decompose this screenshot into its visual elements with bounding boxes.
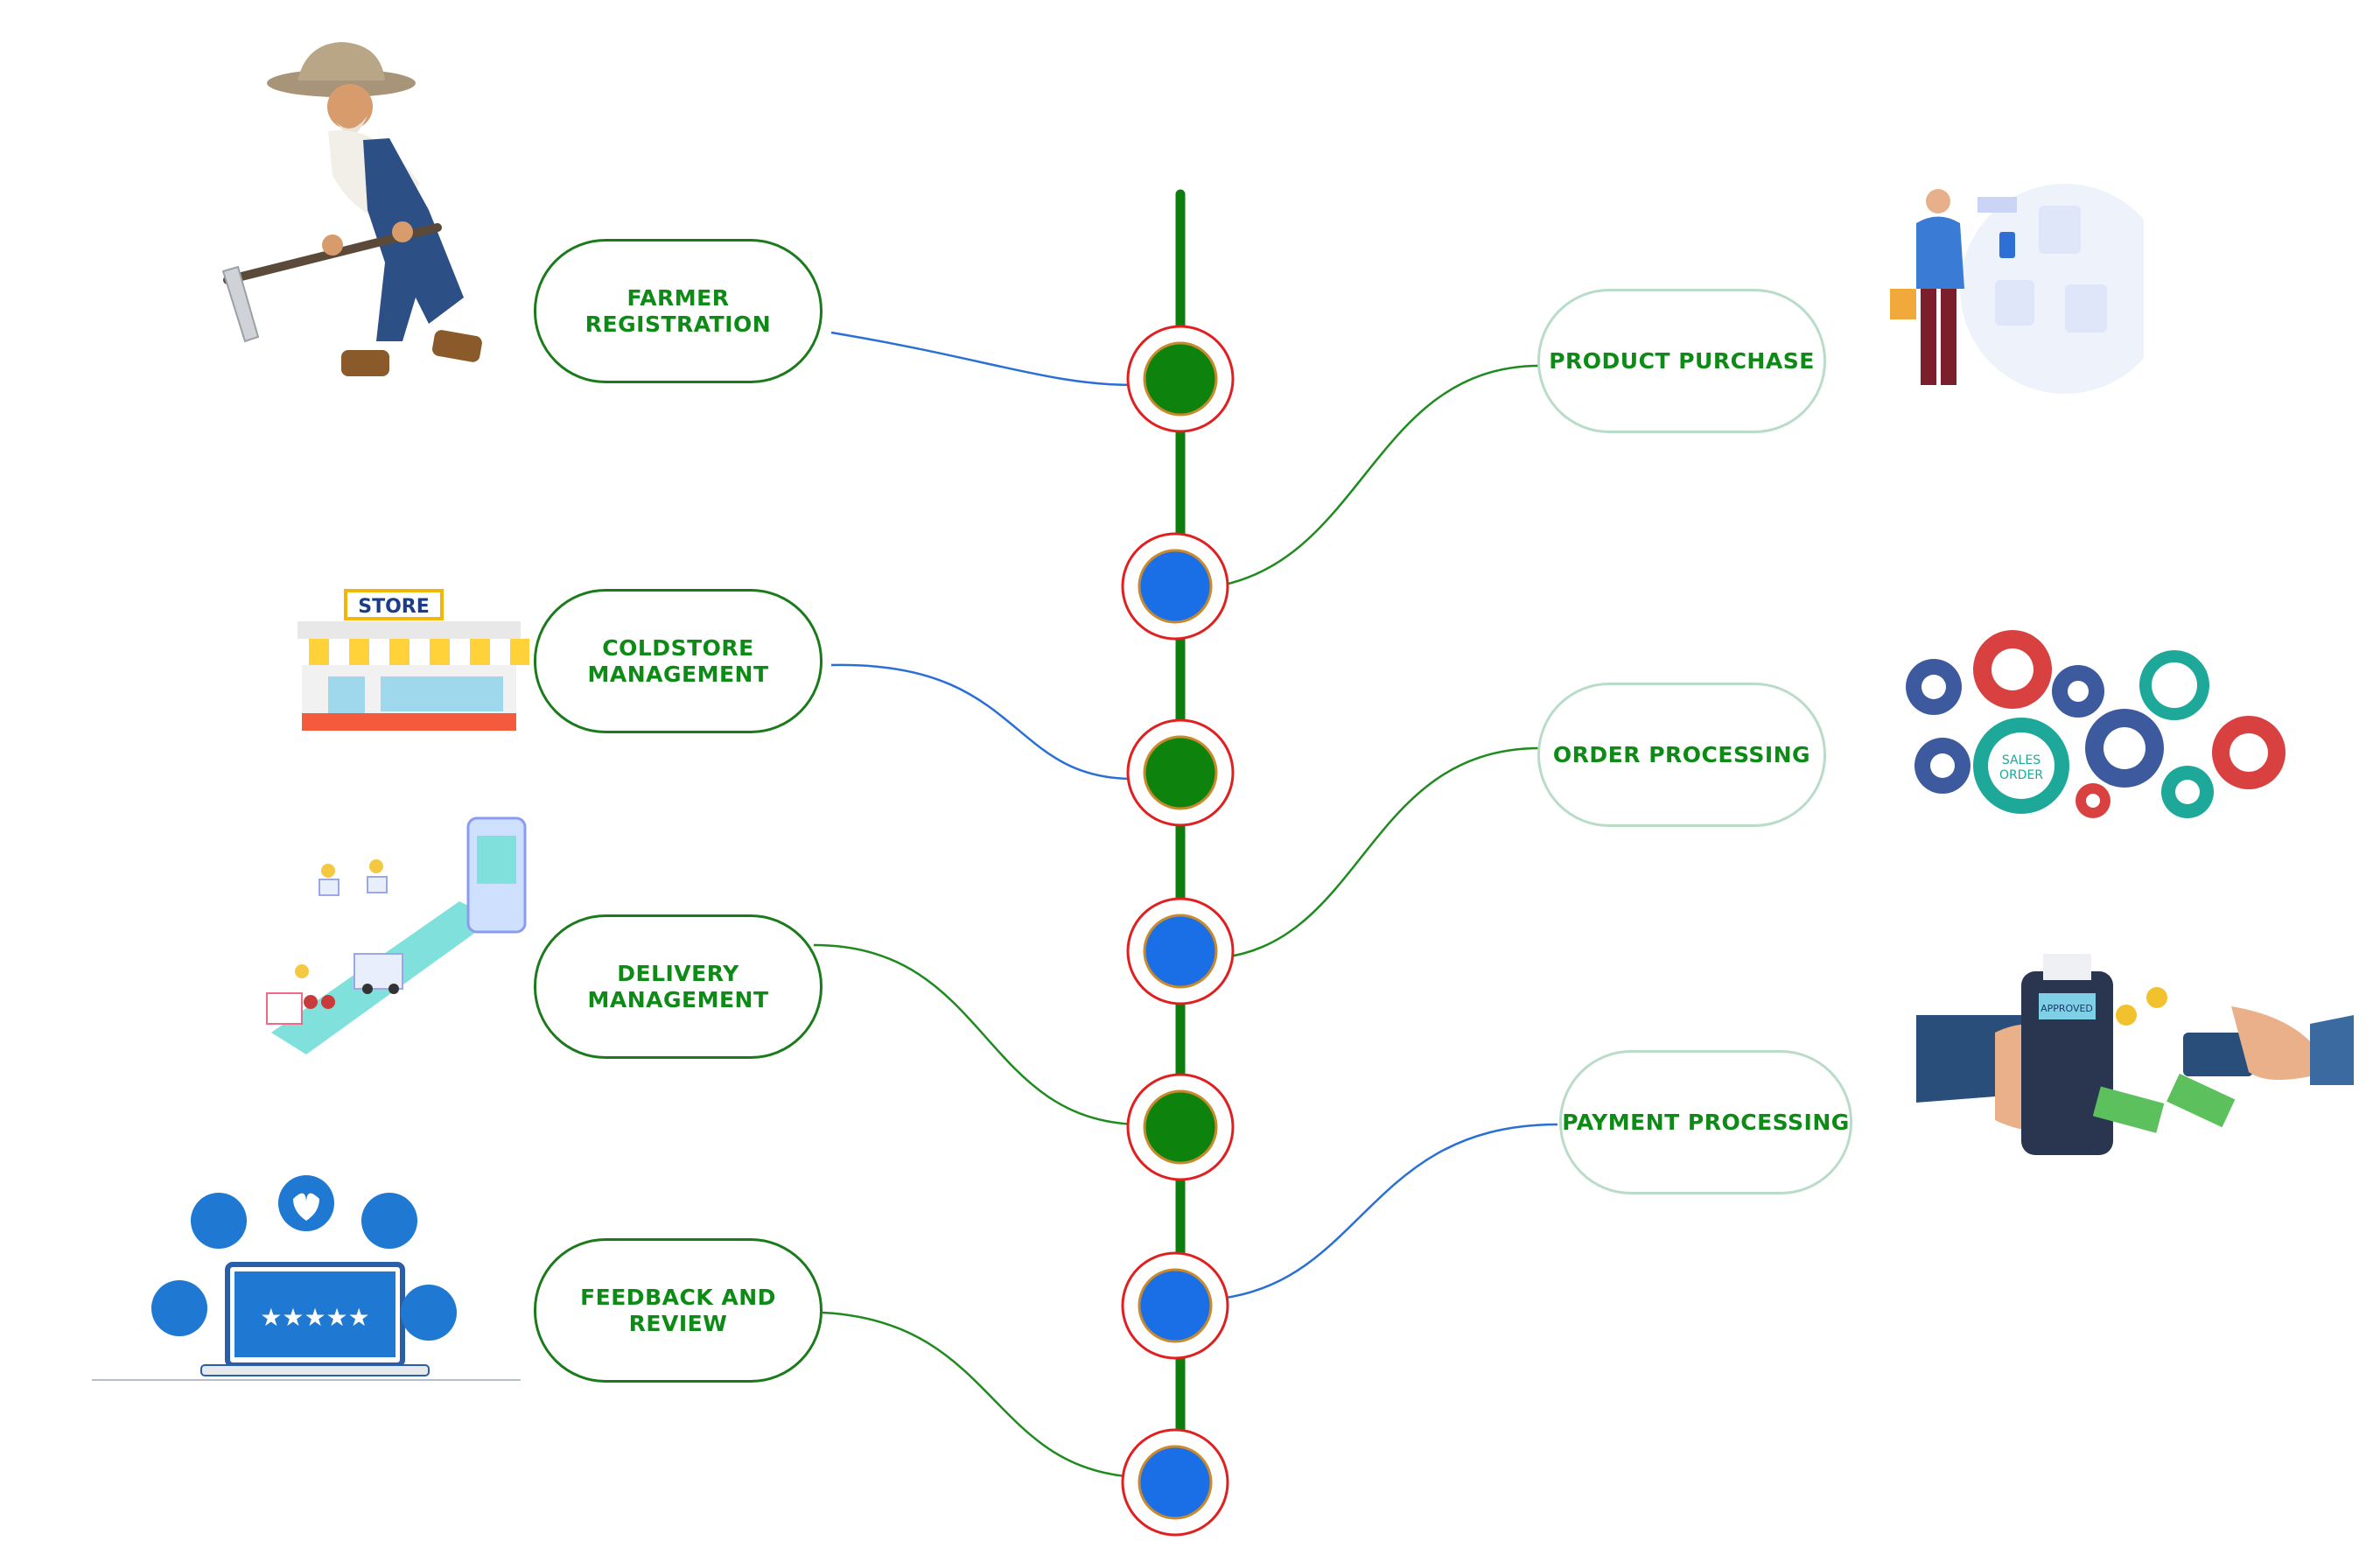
connector-coldstore-management <box>830 663 1134 781</box>
step-label: FEEDBACK AND REVIEW <box>580 1284 776 1336</box>
gear-text-sales: SALES <box>2002 753 2040 767</box>
timeline-node-product-purchase <box>1121 532 1229 641</box>
step-label: FARMER REGISTRATION <box>584 284 772 337</box>
connector-product-purchase <box>1215 364 1541 588</box>
step-order-processing: ORDER PROCESSING <box>1537 683 1826 827</box>
step-label: COLDSTORE MANAGEMENT <box>587 634 769 687</box>
terminal-screen-text: APPROVED <box>2040 1003 2093 1014</box>
farmer-illustration <box>221 42 482 376</box>
purchase-illustration <box>1890 184 2144 394</box>
timeline-node-coldstore-management <box>1126 718 1235 827</box>
step-label: ORDER PROCESSING <box>1552 741 1811 767</box>
gear-text-order: ORDER <box>1999 768 2043 782</box>
timeline-node-order-processing <box>1126 897 1235 1005</box>
payment-illustration: APPROVED <box>1916 954 2354 1155</box>
step-farmer-registration: FARMER REGISTRATION <box>534 239 822 383</box>
step-product-purchase: PRODUCT PURCHASE <box>1537 289 1826 433</box>
delivery-illustration <box>266 816 527 1054</box>
step-coldstore-management: COLDSTORE MANAGEMENT <box>534 589 822 733</box>
step-feedback-review: FEEDBACK AND REVIEW <box>534 1238 822 1383</box>
timeline-node-feedback-review <box>1121 1428 1229 1537</box>
store-illustration: STORE <box>289 589 529 731</box>
svg-text:★★★★★: ★★★★★ <box>260 1303 370 1332</box>
step-label: PAYMENT PROCESSING <box>1562 1109 1850 1135</box>
connector-delivery-management <box>813 943 1138 1126</box>
timeline-node-farmer-registration <box>1126 325 1235 433</box>
step-label: PRODUCT PURCHASE <box>1549 347 1815 374</box>
timeline-node-delivery-management <box>1126 1073 1235 1181</box>
timeline-node-payment-processing <box>1121 1251 1229 1360</box>
connector-farmer-registration <box>830 331 1134 387</box>
gears-illustration: SALES ORDER <box>1906 630 2286 818</box>
step-label: DELIVERY MANAGEMENT <box>587 960 769 1012</box>
step-payment-processing: PAYMENT PROCESSING <box>1559 1050 1852 1194</box>
connector-payment-processing <box>1211 1123 1558 1301</box>
feedback-illustration: ★★★★★ <box>92 1175 521 1381</box>
connector-feedback-review <box>822 1311 1138 1479</box>
step-delivery-management: DELIVERY MANAGEMENT <box>534 914 822 1059</box>
connector-order-processing <box>1215 746 1541 960</box>
store-sign-text: STORE <box>358 596 430 618</box>
